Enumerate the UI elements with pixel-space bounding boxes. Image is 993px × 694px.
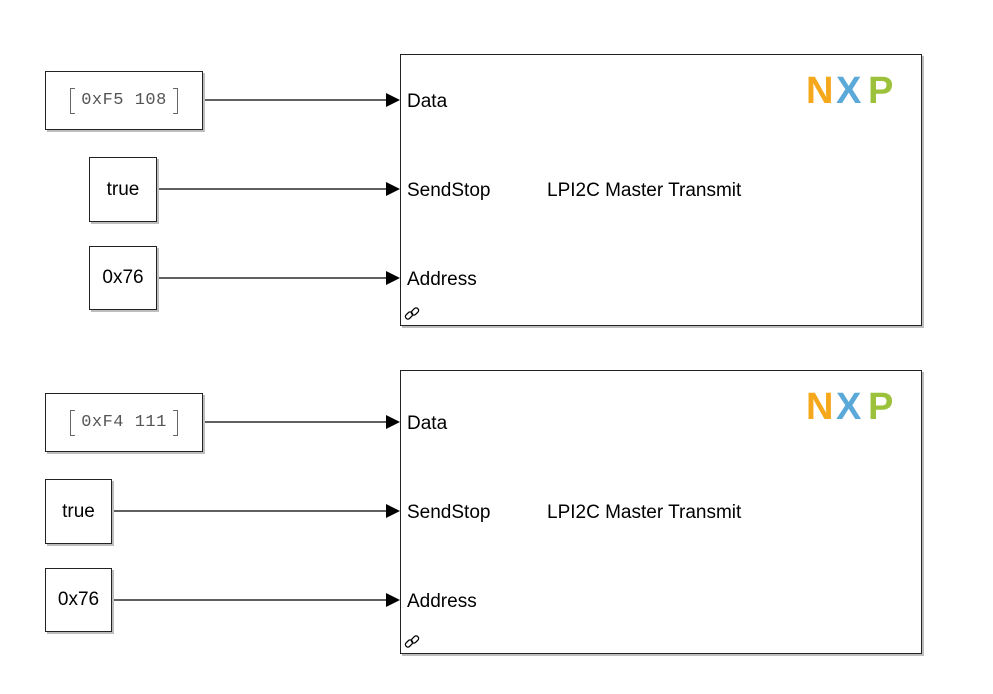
right-bracket <box>172 409 178 436</box>
svg-text:P: P <box>868 386 893 425</box>
link-icon <box>404 307 420 320</box>
block-title-2: LPI2C Master Transmit <box>547 502 742 523</box>
address-constant-block-1[interactable]: 0x76 <box>89 246 157 310</box>
left-bracket <box>70 87 76 114</box>
port-data-2: Data <box>407 413 448 434</box>
data-constant-value-1: 0xF5 108 <box>81 91 167 110</box>
svg-text:X: X <box>836 70 862 109</box>
arrowhead-data-2 <box>386 415 400 429</box>
arrowhead-address-2 <box>386 593 400 607</box>
block-title-1: LPI2C Master Transmit <box>547 180 742 201</box>
data-constant-block-1[interactable]: 0xF5 108 <box>45 71 203 130</box>
port-address-1: Address <box>407 269 477 290</box>
sendstop-constant-block-2[interactable]: true <box>45 479 112 544</box>
svg-text:X: X <box>836 386 862 425</box>
port-sendstop-2: SendStop <box>407 502 491 523</box>
port-address-2: Address <box>407 591 477 612</box>
svg-text:N: N <box>806 70 833 109</box>
left-bracket <box>70 409 76 436</box>
arrowhead-sendstop-1 <box>386 182 400 196</box>
arrowhead-data-1 <box>386 93 400 107</box>
svg-text:P: P <box>868 70 893 109</box>
right-bracket <box>172 87 178 114</box>
svg-text:N: N <box>806 386 833 425</box>
lpi2c-master-transmit-block-2[interactable]: N X P Data SendStop Address LPI2C Master… <box>400 370 922 654</box>
address-constant-value-2: 0x76 <box>57 589 100 610</box>
arrowhead-sendstop-2 <box>386 504 400 518</box>
vector-value: 0xF5 108 <box>70 87 178 114</box>
sendstop-constant-block-1[interactable]: true <box>89 157 157 222</box>
data-constant-block-2[interactable]: 0xF4 111 <box>45 393 203 452</box>
port-sendstop-1: SendStop <box>407 180 491 201</box>
link-icon <box>404 635 420 648</box>
data-constant-value-2: 0xF4 111 <box>81 413 167 432</box>
address-constant-block-2[interactable]: 0x76 <box>45 568 112 632</box>
lpi2c-master-transmit-block-1[interactable]: N X P Data SendStop Address LPI2C Master… <box>400 54 922 326</box>
address-constant-value-1: 0x76 <box>102 267 144 288</box>
arrowhead-address-1 <box>386 271 400 285</box>
sendstop-constant-value-1: true <box>106 178 140 200</box>
port-data-1: Data <box>407 91 448 112</box>
sendstop-constant-value-2: true <box>62 500 95 522</box>
nxp-logo-icon: N X P <box>806 70 893 109</box>
nxp-logo-icon: N X P <box>806 386 893 425</box>
vector-value: 0xF4 111 <box>70 409 178 436</box>
